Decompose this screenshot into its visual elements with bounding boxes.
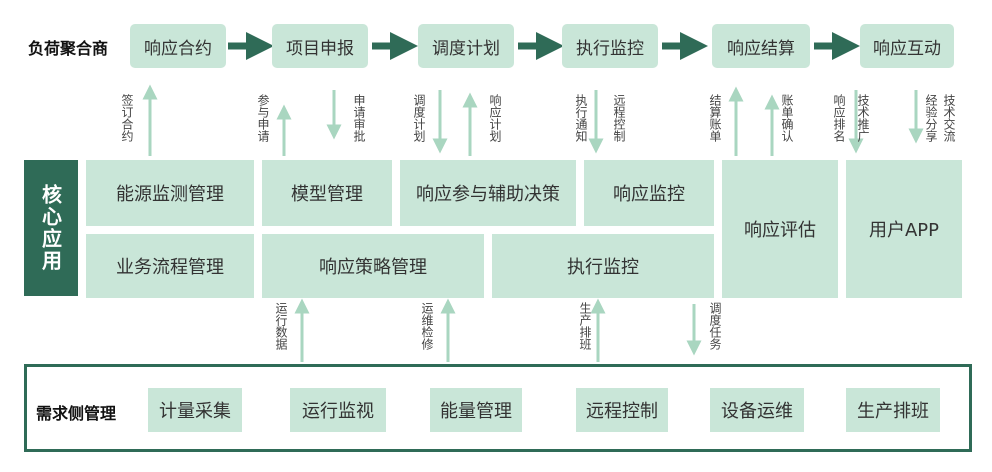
- annotation-maintenance: 运维检修: [420, 302, 434, 350]
- annotation-experience-sharing: 经验分享: [924, 94, 938, 142]
- module-energy-monitoring: 能源监测管理: [86, 160, 254, 226]
- step-project-declaration: 项目申报: [272, 24, 368, 68]
- demand-side-frame: [24, 364, 972, 452]
- step-execution-monitor: 执行监控: [562, 24, 658, 68]
- annotation-tech-promotion: 技术推广: [856, 94, 870, 142]
- module-user-app: 用户APP: [846, 160, 962, 298]
- step-response-interaction: 响应互动: [860, 24, 954, 68]
- module-response-monitoring: 响应监控: [584, 160, 714, 226]
- module-remote-control: 远程控制: [576, 388, 668, 432]
- annotation-execution-notice: 执行通知: [574, 94, 588, 142]
- annotation-operation-data: 运行数据: [274, 302, 288, 350]
- module-execution-monitoring: 执行监控: [492, 234, 714, 298]
- module-decision-support: 响应参与辅助决策: [400, 160, 576, 226]
- step-dispatch-plan: 调度计划: [418, 24, 514, 68]
- annotation-tech-exchange: 技术交流: [942, 94, 956, 142]
- module-metering: 计量采集: [148, 388, 242, 432]
- step-response-settlement: 响应结算: [712, 24, 810, 68]
- core-application-label: 核心应用: [24, 160, 78, 296]
- annotation-sign-contract: 签订合约: [120, 94, 134, 142]
- annotation-production-schedule: 生产排班: [578, 302, 592, 350]
- module-equipment-maintenance: 设备运维: [710, 388, 804, 432]
- annotation-bill-confirm: 账单确认: [780, 94, 794, 142]
- aggregator-label: 负荷聚合商: [28, 39, 109, 58]
- demand-side-label: 需求侧管理: [36, 404, 117, 423]
- step-response-contract: 响应合约: [130, 24, 226, 68]
- module-business-process: 业务流程管理: [86, 234, 254, 298]
- annotation-application-approval: 申请审批: [352, 94, 366, 142]
- annotation-apply-participation: 参与申请: [256, 94, 270, 142]
- module-energy-management: 能量管理: [430, 388, 522, 432]
- annotation-settlement-bill: 结算账单: [708, 94, 722, 142]
- annotation-response-ranking: 响应排名: [832, 94, 846, 142]
- module-model-management: 模型管理: [262, 160, 392, 226]
- annotation-remote-control: 远程控制: [612, 94, 626, 142]
- module-response-strategy: 响应策略管理: [262, 234, 484, 298]
- annotation-response-plan: 响应计划: [488, 94, 502, 142]
- module-response-evaluation: 响应评估: [722, 160, 838, 298]
- module-operation-monitoring: 运行监视: [290, 388, 386, 432]
- module-production-scheduling: 生产排班: [846, 388, 940, 432]
- annotation-dispatch-plan: 调度计划: [412, 94, 426, 142]
- annotation-dispatch-task: 调度任务: [708, 302, 722, 350]
